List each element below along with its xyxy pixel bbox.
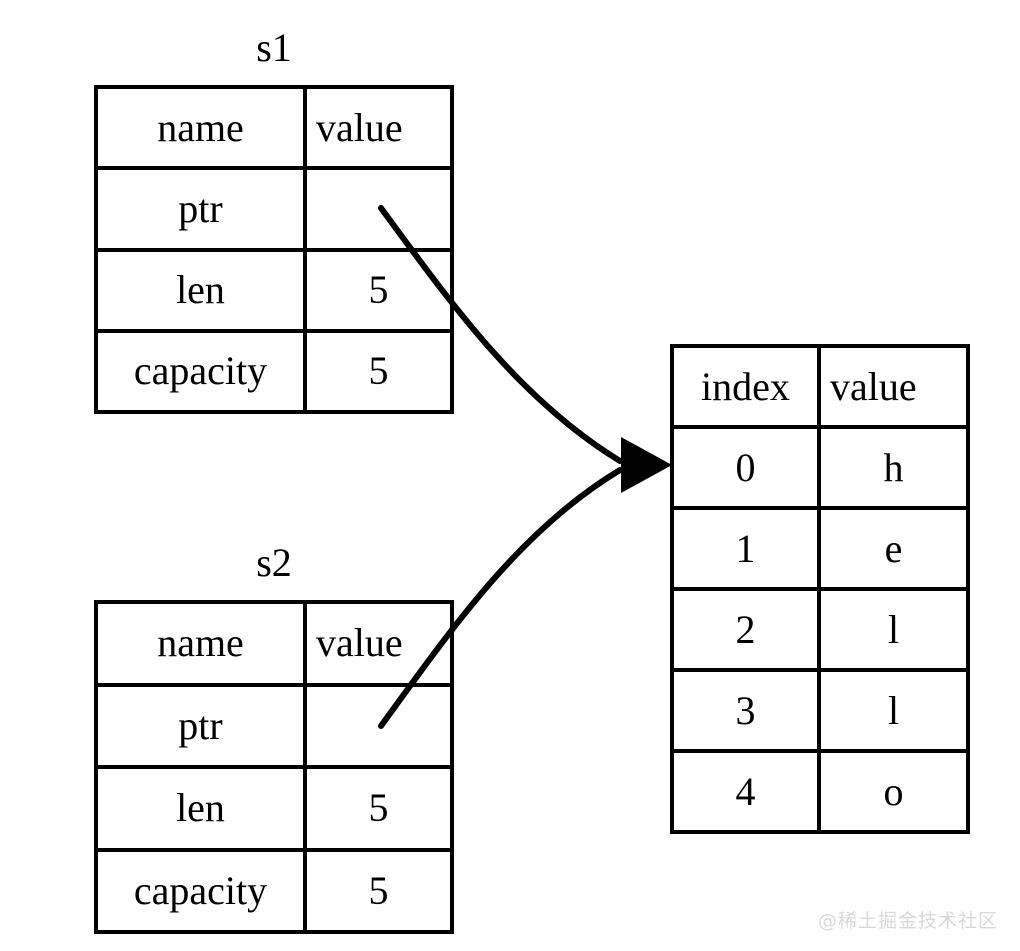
table-row: ptr xyxy=(98,686,450,769)
heap-header-index: index xyxy=(674,348,821,425)
s1-field-capacity-value: 5 xyxy=(368,348,389,394)
heap-header-value: value xyxy=(829,363,917,409)
table-row: index value xyxy=(674,348,966,429)
table-row: len 5 xyxy=(98,251,450,333)
s2-field-ptr-value xyxy=(307,687,450,766)
heap-index-0: 0 xyxy=(674,429,822,506)
s2-field-len-value: 5 xyxy=(368,785,389,831)
s2-table: name value ptr len 5 capacity 5 xyxy=(94,600,454,934)
s2-field-capacity-value: 5 xyxy=(368,867,389,913)
table-row: 0 h xyxy=(674,429,966,510)
s2-title: s2 xyxy=(256,540,292,585)
s1-header-value: value xyxy=(316,104,403,150)
s1-header-name: name xyxy=(98,89,307,167)
heap-index-4: 4 xyxy=(674,753,822,830)
table-row: name value xyxy=(98,604,450,687)
heap-value-1: e xyxy=(884,525,903,571)
heap-index-3: 3 xyxy=(674,672,822,749)
table-row: capacity 5 xyxy=(98,332,450,410)
s1-field-len-name: len xyxy=(98,251,307,329)
s1-table: name value ptr len 5 capacity 5 xyxy=(94,85,454,414)
s2-field-capacity-name: capacity xyxy=(98,851,307,930)
s1-field-ptr-name: ptr xyxy=(98,170,307,248)
table-row: 2 l xyxy=(674,591,966,672)
heap-buffer-table: index value 0 h 1 e 2 l 3 l 4 o xyxy=(670,344,970,834)
heap-value-3: l xyxy=(887,687,900,733)
arrowhead-icon xyxy=(621,437,672,493)
heap-value-2: l xyxy=(887,606,900,652)
heap-index-2: 2 xyxy=(674,591,822,668)
heap-value-4: o xyxy=(883,768,904,814)
s2-field-len-name: len xyxy=(98,769,307,848)
s1-field-ptr-value xyxy=(307,170,450,247)
watermark-text: @稀土掘金技术社区 xyxy=(817,910,998,932)
s2-header-value: value xyxy=(316,620,403,666)
s1-field-capacity-name: capacity xyxy=(98,332,307,410)
table-row: name value xyxy=(98,89,450,171)
heap-value-0: h xyxy=(883,444,904,490)
table-row: 1 e xyxy=(674,510,966,591)
s1-title: s1 xyxy=(256,25,292,70)
table-row: 4 o xyxy=(674,753,966,830)
table-row: ptr xyxy=(98,170,450,252)
table-row: len 5 xyxy=(98,769,450,852)
s2-header-name: name xyxy=(98,604,307,683)
s1-field-len-value: 5 xyxy=(368,267,389,313)
s2-field-ptr-name: ptr xyxy=(98,686,307,765)
table-row: capacity 5 xyxy=(98,851,450,930)
heap-index-1: 1 xyxy=(674,510,822,587)
table-row: 3 l xyxy=(674,672,966,753)
